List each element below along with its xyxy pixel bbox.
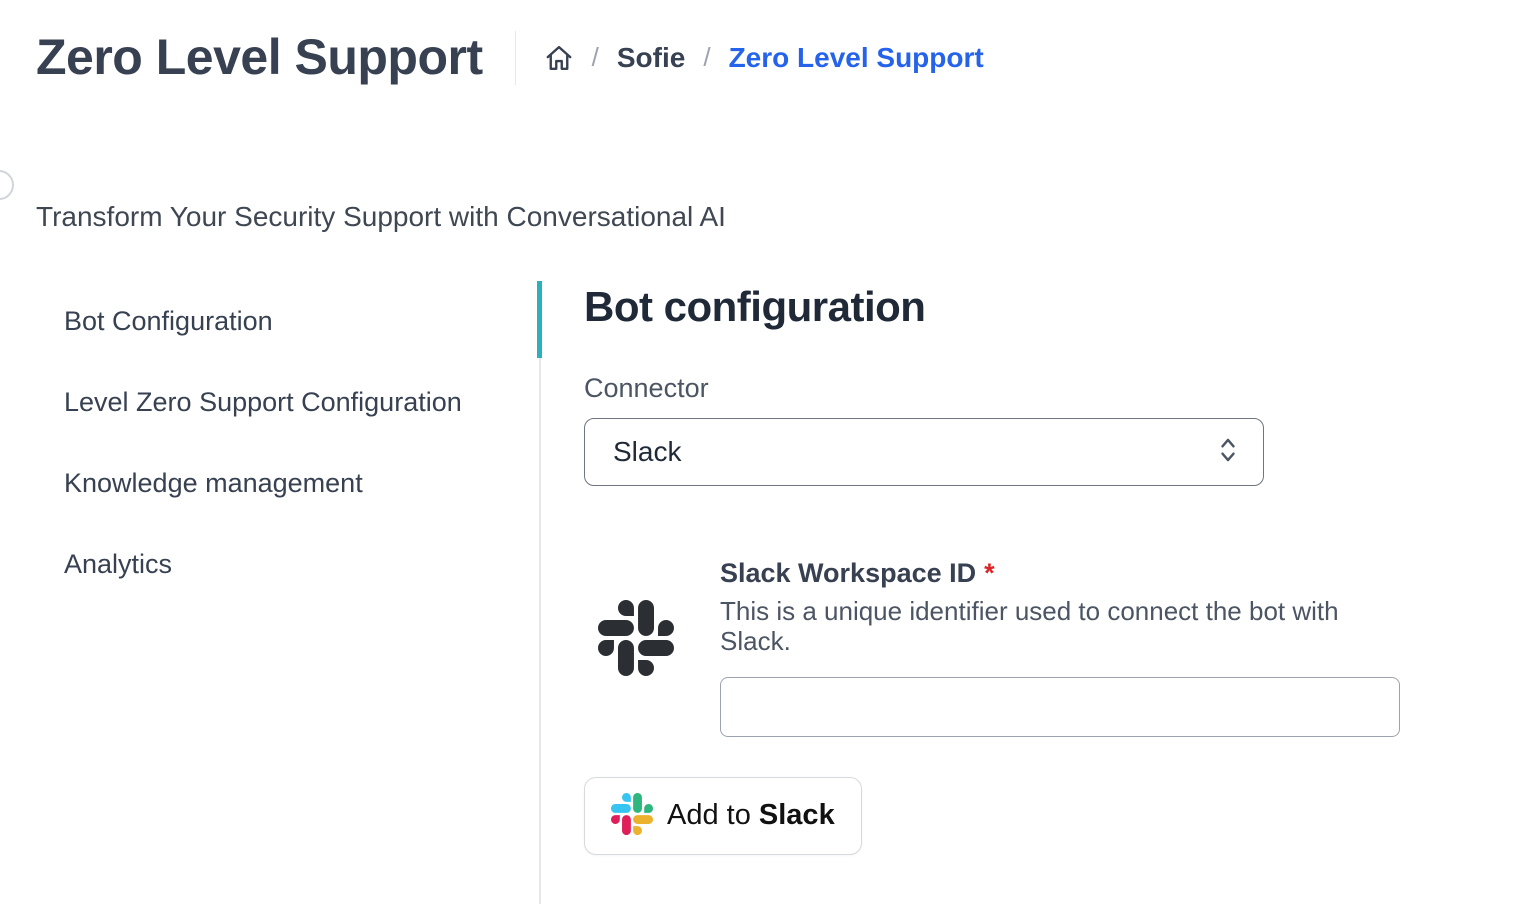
connector-select[interactable]: Slack xyxy=(584,418,1264,486)
workspace-icon-column xyxy=(584,558,720,737)
active-tab-indicator xyxy=(537,281,542,358)
section-heading: Bot configuration xyxy=(584,283,926,330)
sidebar-item-bot-configuration[interactable]: Bot Configuration xyxy=(64,306,273,336)
page-title: Zero Level Support xyxy=(36,29,483,85)
page-header: Zero Level Support / Sofie / Zero Level … xyxy=(0,0,1540,85)
breadcrumb-item-sofie[interactable]: Sofie xyxy=(616,41,686,73)
slack-logo-icon xyxy=(611,793,653,838)
sidebar-item-knowledge-management[interactable]: Knowledge management xyxy=(64,468,363,498)
breadcrumb-separator: / xyxy=(703,42,711,72)
workspace-id-label: Slack Workspace ID xyxy=(720,558,977,588)
home-icon[interactable] xyxy=(544,43,574,73)
breadcrumb-item-current[interactable]: Zero Level Support xyxy=(728,41,984,73)
required-asterisk: * xyxy=(984,558,995,588)
add-to-slack-label: Add to Slack xyxy=(667,799,835,832)
sidebar-item-level-zero-support-configuration[interactable]: Level Zero Support Configuration xyxy=(64,387,462,417)
workspace-id-description: This is a unique identifier used to conn… xyxy=(720,596,1339,656)
add-to-slack-button[interactable]: Add to Slack xyxy=(584,776,862,855)
edge-panel-handle[interactable] xyxy=(0,170,14,200)
sidebar-item-analytics[interactable]: Analytics xyxy=(64,549,173,579)
header-divider xyxy=(514,30,516,85)
workspace-id-label-row: Slack Workspace ID * xyxy=(720,558,1400,589)
workspace-id-section: Slack Workspace ID * This is a unique id… xyxy=(584,558,1540,737)
content-layout: Bot Configuration Level Zero Support Con… xyxy=(0,281,1540,904)
settings-sidebar: Bot Configuration Level Zero Support Con… xyxy=(0,281,542,904)
workspace-id-input[interactable] xyxy=(720,676,1400,737)
page-subtitle: Transform Your Security Support with Con… xyxy=(36,201,726,232)
chevron-up-down-icon xyxy=(1217,435,1239,470)
breadcrumb: / Sofie / Zero Level Support xyxy=(544,42,984,74)
bot-configuration-panel: Bot configuration Connector Slack xyxy=(541,281,1540,899)
connector-selected-value: Slack xyxy=(613,436,682,467)
workspace-fields: Slack Workspace ID * This is a unique id… xyxy=(720,558,1400,737)
breadcrumb-separator: / xyxy=(591,42,599,72)
slack-mono-icon xyxy=(598,600,674,680)
connector-label: Connector xyxy=(584,373,709,403)
